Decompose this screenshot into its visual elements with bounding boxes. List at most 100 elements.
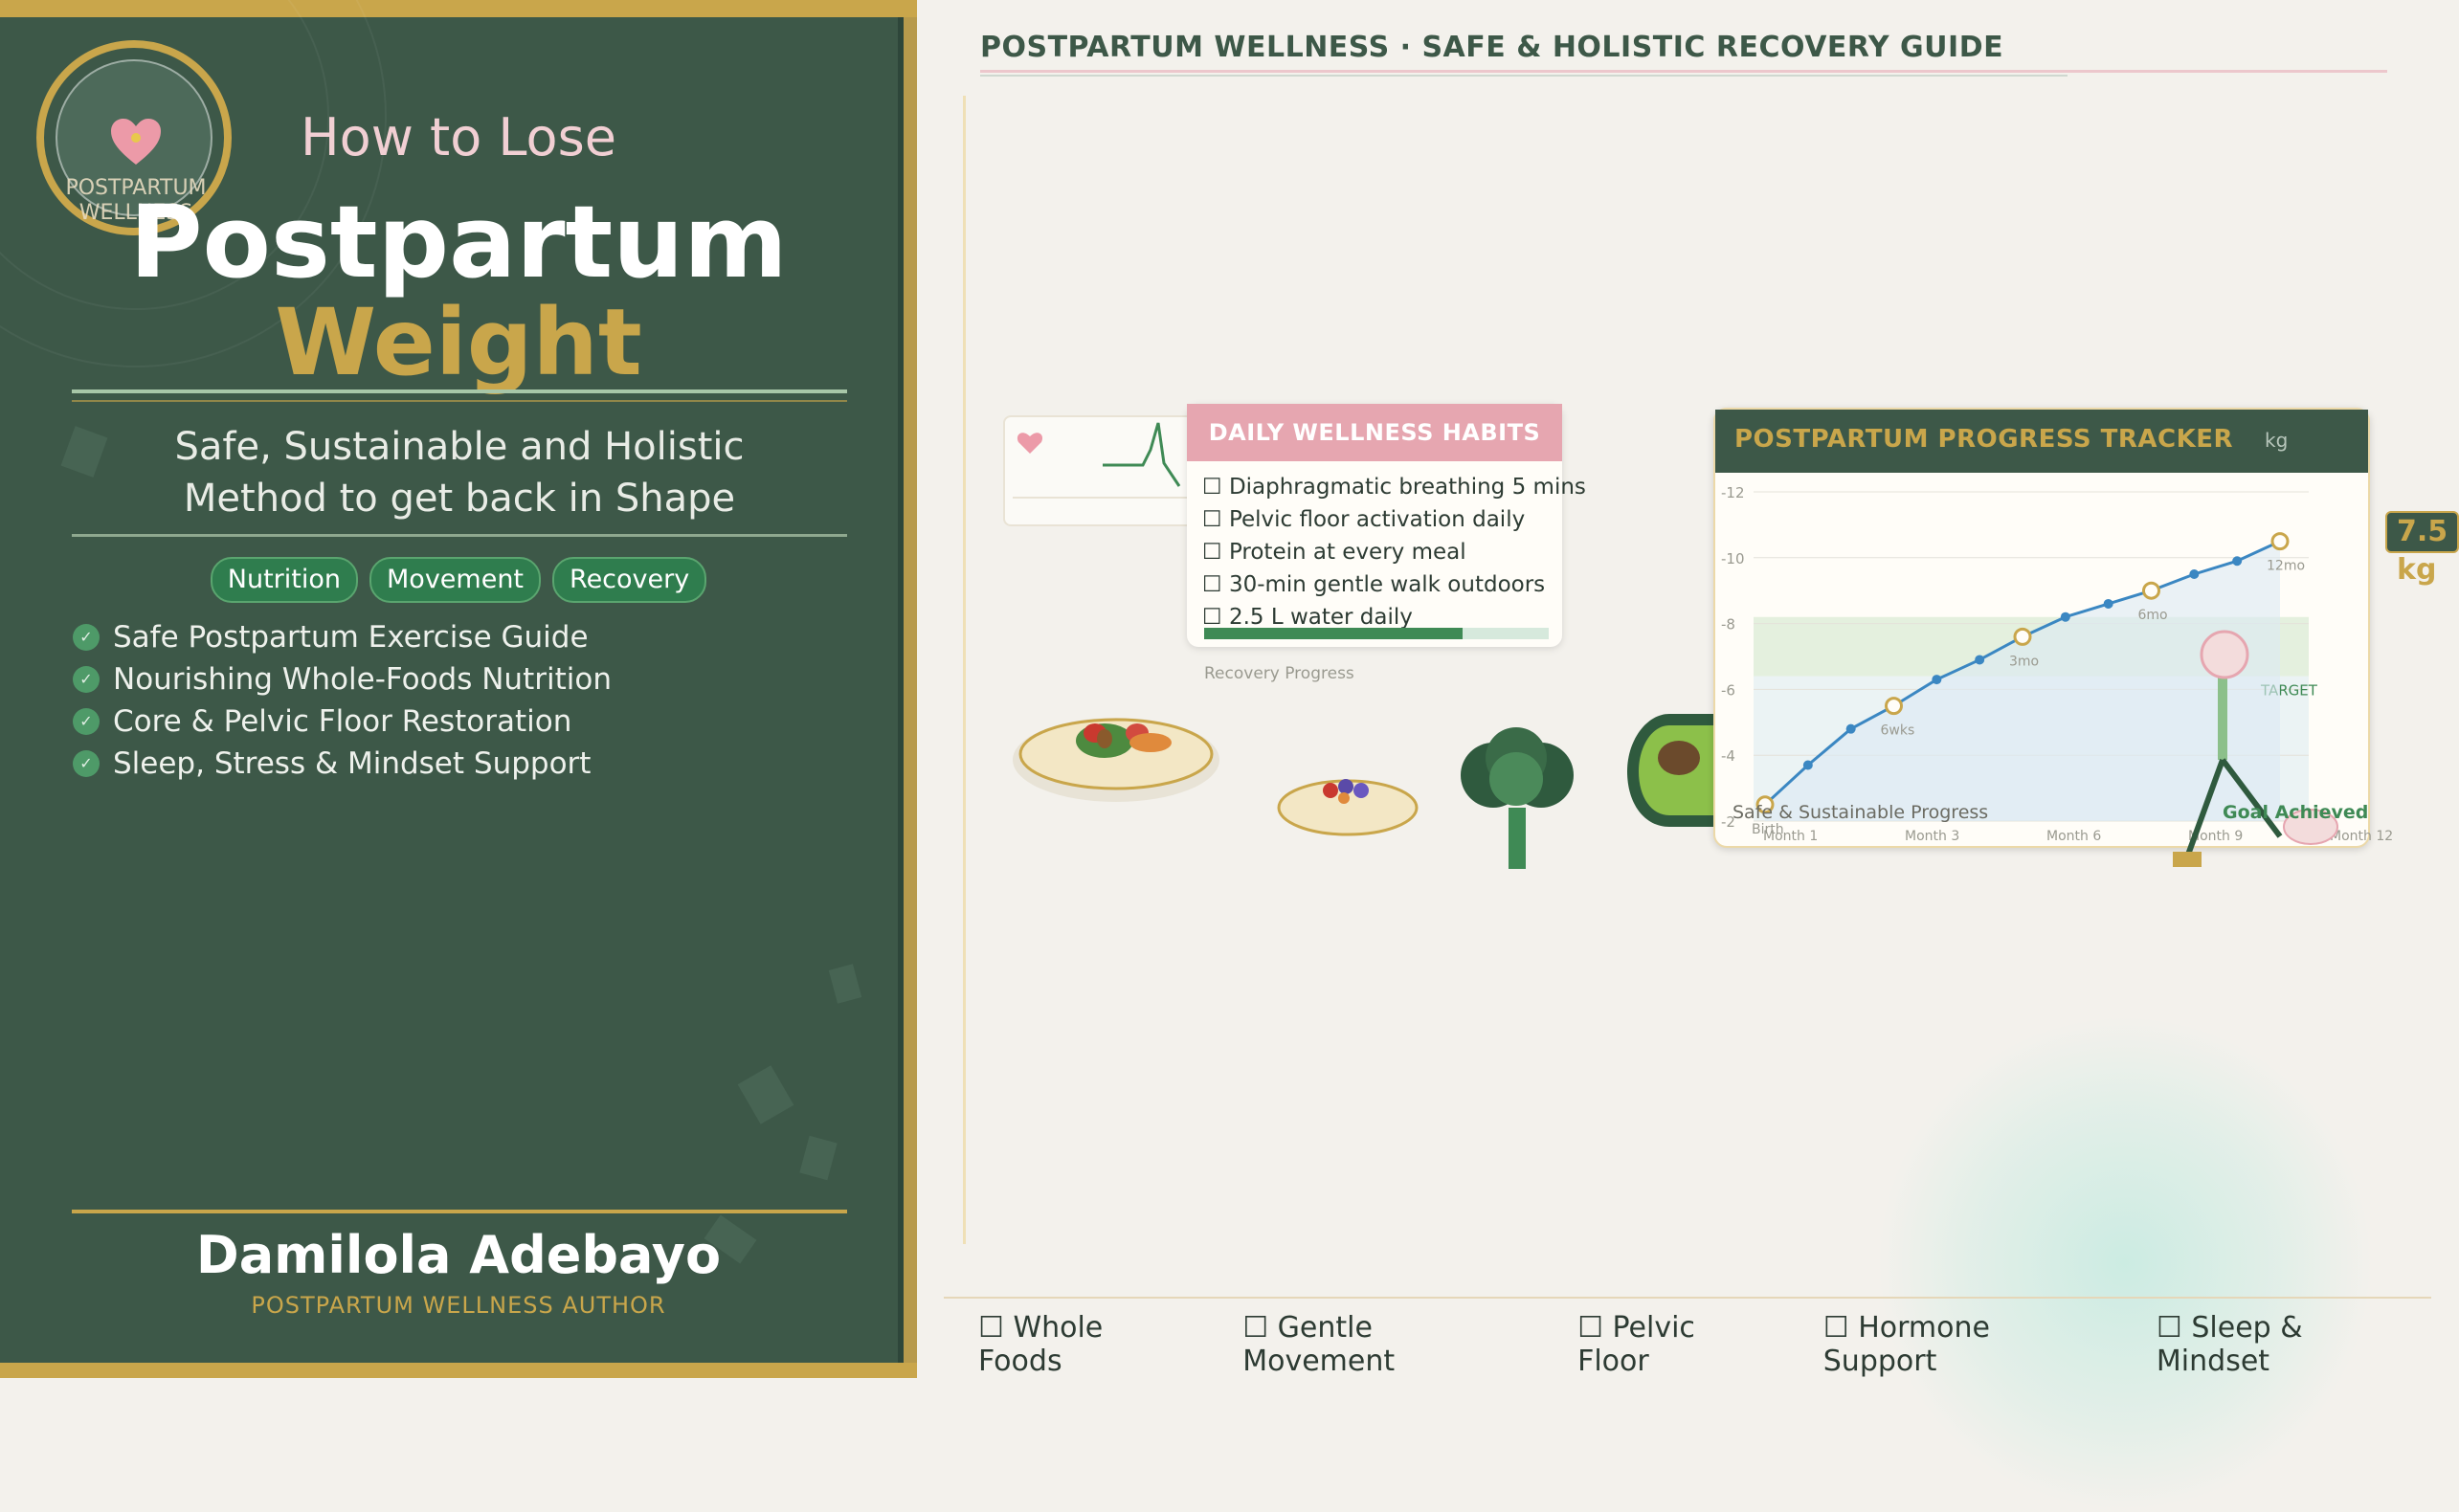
data-point [1932,675,1942,685]
avocado-icon [1627,714,1717,827]
feature-item: ✓ Sleep, Stress & Mindset Support [73,743,612,785]
check-icon: ✓ [73,750,100,777]
nav-hormone-support[interactable]: ☐ Hormone Support [1822,1311,1990,1378]
milestone-label: 12mo [2267,559,2305,574]
habit-label: 30-min gentle walk outdoors [1228,572,1546,597]
page-header: POSTPARTUM WELLNESS · SAFE & HOLISTIC RE… [980,31,2004,64]
tracker-unit: kg [2265,429,2289,452]
figure-leg [2181,758,2225,867]
feature-item: ✓ Safe Postpartum Exercise Guide [73,616,612,658]
nav-sleep-mindset[interactable]: ☐ Sleep & Mindset [2156,1311,2303,1378]
title-prefix: How to Lose [301,107,616,167]
pill-nutrition: Nutrition [210,557,358,603]
data-point [2189,569,2200,579]
progress-tracker-card: POSTPARTUM PROGRESS TRACKER kg -2-4-6-8-… [1713,408,2393,867]
title-divider [72,389,847,393]
nav-gentle-movement[interactable]: ☐ Gentle Movement [1242,1311,1396,1378]
background-glow [1876,1014,2374,1512]
habit-item: ☐ Diaphragmatic breathing 5 mins [1202,475,1586,500]
y-tick-label: -12 [1721,484,1745,501]
habit-item: ☐ 30-min gentle walk outdoors [1202,572,1546,597]
cover-bottom-bar [0,1363,917,1378]
habit-item: ☐ Pelvic floor activation daily [1202,507,1526,532]
recovery-progress-label: Recovery Progress [1204,664,1354,683]
broccoli-icon [1461,727,1574,869]
subtitle-divider [72,534,847,537]
subtitle-line: Method to get back in Shape [183,477,736,521]
figure-leg [2220,758,2283,838]
y-tick-label: -6 [1721,681,1735,699]
goal-achieved-label: Goal Achieved [2223,802,2369,823]
nav-label: Whole Foods [978,1311,1104,1378]
check-icon: ✓ [73,708,100,735]
nav-label: Gentle Movement [1242,1311,1396,1378]
pill-movement: Movement [369,557,542,603]
habits-title: DAILY WELLNESS HABITS [1187,404,1562,461]
milestone-point [1885,697,1903,716]
feature-list: ✓Safe Postpartum Exercise Guide ✓Nourish… [73,616,612,785]
x-tick-label: Month 9 [2188,829,2243,844]
heartbeat-icon [1013,422,1189,499]
author-role: POSTPARTUM WELLNESS AUTHOR [251,1292,666,1319]
bottom-nav: ☐ Whole Foods ☐ Gentle Movement ☐ Pelvic… [978,1311,2414,1378]
decor-leaf [828,964,862,1004]
habit-item: ☐ Protein at every meal [1202,540,1466,565]
habit-label: Pelvic floor activation daily [1228,507,1526,532]
habits-list: ☐ Diaphragmatic breathing 5 mins ☐ Pelvi… [1202,471,1586,634]
data-point [1845,723,1856,734]
feature-label: Core & Pelvic Floor Restoration [113,704,572,739]
author-name: Damilola Adebayo [195,1225,722,1285]
check-icon: ✓ [73,624,100,651]
heart-rate-card [1003,415,1198,526]
nav-label: Pelvic Floor [1577,1311,1695,1378]
salad-bowl-icon [1013,718,1219,802]
tracker-footer-label: Safe & Sustainable Progress [1732,802,1989,823]
y-tick-label: -4 [1721,747,1735,765]
x-tick-label: Month 1 [1763,829,1818,844]
header-underline-secondary [980,75,2068,77]
header-underline [980,70,2387,73]
y-tick-label: -8 [1721,616,1735,634]
balloon [2283,809,2338,845]
cover-spine-shadow [898,17,904,1363]
subtitle: Safe, Sustainable and Holistic Method to… [72,421,847,524]
milestone-label: 6mo [2138,608,2168,623]
x-tick-label: Month 3 [1905,829,1959,844]
oatmeal-bowl-icon [1277,779,1419,836]
title-divider-accent [72,400,847,402]
series-area [1765,541,2280,821]
logo-ring [36,40,232,235]
heart-icon [111,119,161,165]
feature-item: ✓Nourishing Whole-Foods Nutrition [73,658,612,700]
book-cover: POSTPARTUM WELLNESS How to Lose Postpart… [0,0,917,1378]
nav-pelvic-floor[interactable]: ☐ Pelvic Floor [1577,1311,1695,1378]
y-tick-label: -2 [1721,813,1735,831]
habit-label: Diaphragmatic breathing 5 mins [1228,475,1586,500]
data-point [2103,598,2113,609]
cover-spine-stripe [904,17,917,1363]
feature-label: Nourishing Whole-Foods Nutrition [113,662,612,697]
x-tick-label: Month 12 [2330,829,2393,844]
author-divider [72,1210,847,1213]
milestone-label: 3mo [2009,654,2039,669]
habit-item: ☐ 2.5 L water daily [1202,605,1413,630]
logo-text: POSTPARTUM WELLNESS [65,176,207,225]
habit-label: Protein at every meal [1228,540,1466,565]
tracker-title: POSTPARTUM PROGRESS TRACKER [1734,425,2234,454]
figure-shoe [2173,852,2202,867]
habit-label: 2.5 L water daily [1228,605,1413,630]
recovery-progress-fill [1204,628,1463,639]
title-main: Postpartum [129,184,788,300]
milestone-label: 6wks [1881,723,1915,739]
feature-label: Sleep, Stress & Mindset Support [113,746,592,781]
x-tick-label: Month 6 [2046,829,2101,844]
decor-leaf [737,1065,794,1124]
data-point [1802,760,1813,770]
pill-recovery: Recovery [552,557,707,603]
nav-whole-foods[interactable]: ☐ Whole Foods [978,1311,1104,1378]
feature-item: ✓ Core & Pelvic Floor Restoration [73,700,612,743]
nav-label: Sleep & Mindset [2156,1311,2303,1378]
y-tick-label: -10 [1721,550,1745,567]
feature-label: Safe Postpartum Exercise Guide [113,620,589,655]
